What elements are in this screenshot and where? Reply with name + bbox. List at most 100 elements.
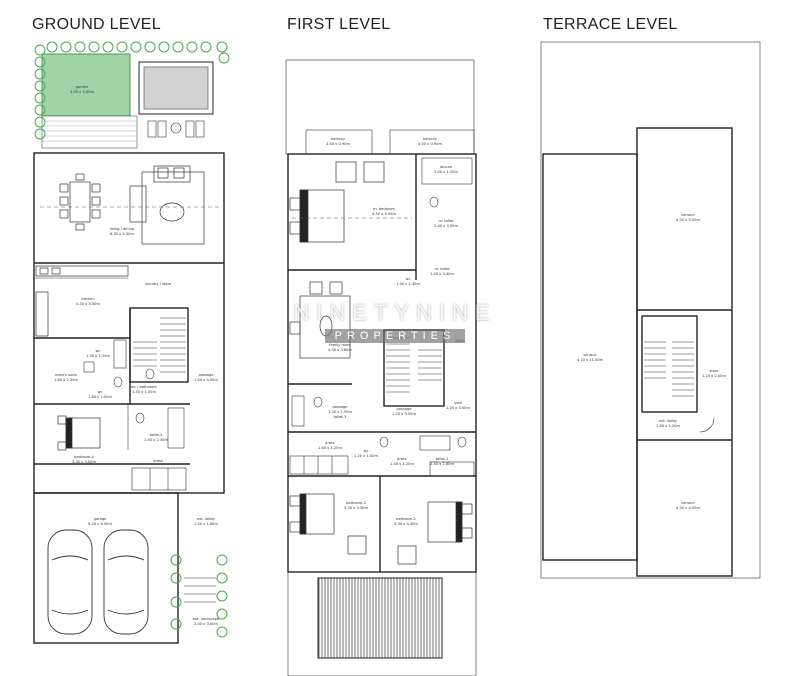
room-dim-wc-f1: 1.40 x 1.40m [396,282,420,286]
first-stair-treads [386,337,442,393]
pergola-slats [317,577,443,659]
room-label-maids: maid's room [55,373,78,377]
terrace-parapet-main [542,153,638,561]
room-dim-passage-g: 1.40 x 3.00m [194,378,218,382]
family-sofa-set [289,281,351,359]
room-dim-garage: 5.20 x 6.50m [88,522,112,526]
room-label-bedroom4: bedroom-4 [74,455,94,459]
room-dim-mtoilet-2: 1.40 x 3.40m [430,272,454,276]
room-dim-store: 1.20 x 2.00m [702,374,726,378]
ground-stair-core [129,307,189,383]
room-label-mtoilet-1: m. toilet [438,219,454,223]
room-label-mtoilet-2: m. toilet [434,267,450,271]
first-level-title: FIRST LEVEL [287,16,391,33]
garden-lawn-hatch [42,54,130,116]
sun-loungers [147,120,205,138]
room-dim-ext-lobby-t: 1.50 x 1.20m [656,424,680,428]
room-label-terrace-3: terrace [682,501,696,505]
room-dim-wc-bath: 1.50 x 1.50m [132,390,156,394]
room-dim-family: 4.30 x 3.80m [328,348,352,352]
ground-stair-treads [133,317,186,373]
room-dim-wc-1: 1.30 x 1.50m [86,354,110,358]
room-dim-void: 1.20 x 3.00m [446,406,470,410]
terrace-level-plan: terrace 4.20 x 5.00m terrace 4.10 x 11.0… [540,41,761,579]
bedroom4-bed [57,415,101,451]
room-label-ext-landscape: ext. landscape [193,617,220,621]
room-label-jacuzzi: jacuzzi [439,165,452,169]
terrace-door-swing [699,417,715,433]
deck-lines [42,120,137,142]
room-label-dress-g: dress [153,459,163,463]
room-dim-passage-f1: 1.30 x 1.50m [328,410,352,414]
room-label-living: living / dining [110,227,134,231]
terrace-stair-core [641,315,698,413]
room-label-family: family room [329,343,351,347]
terrace-parapet-right [636,127,733,577]
bedroom2-bed [397,501,473,565]
room-label-stairs: stairs [455,339,465,343]
room-dim-mbedroom: 4.50 x 4.00m [372,212,396,216]
room-label-kitchen: kitchen [81,297,94,301]
terrace-level-title: TERRACE LEVEL [543,16,678,33]
room-label-passage-g: passage [199,373,215,377]
room-label-dress-f2: dress [397,457,407,461]
room-label-toilet3: toilet-3 [334,415,347,419]
landscape-hedge-bottom [170,554,228,638]
car-1 [47,529,93,635]
room-label-balcony-1: balcony [331,137,346,141]
room-label-wc-f2: wc [364,449,369,453]
room-label-wc-bath: wc / bathroom [131,385,157,389]
room-label-ext-lobby-g: ext. lobby [197,517,216,521]
garden-deck [41,115,138,149]
room-dim-maids: 1.80 x 2.30m [54,378,78,382]
room-label-wc-f1: wc [406,277,411,281]
first-outer-wall [287,153,477,573]
room-dim-bedroom3: 3.30 x 3.30m [344,506,368,510]
room-label-void: void [454,401,462,405]
room-dim-bedroom2: 3.30 x 3.30m [394,522,418,526]
room-label-bedroom3: bedroom-3 [346,501,366,505]
kitchen-counter [35,265,129,337]
master-bed [289,161,385,243]
room-dim-wc-f2: 1.20 x 1.00m [354,454,378,458]
terrace-roof-outline [540,41,761,579]
first-roof-outline [285,59,475,155]
room-label-toilet2: toilet-2 [436,457,449,461]
room-label-garage: garage [94,517,107,521]
room-label-store: store [709,369,719,373]
room-dim-terrace-3: 4.30 x 4.50m [676,506,700,510]
room-dim-wc-2: 1.60 x 1.50m [88,395,112,399]
ground-level-title: GROUND LEVEL [32,16,161,33]
room-label-passage-f1: passage [333,405,349,409]
room-label-terrace-2: terrace [584,353,598,357]
room-label-wc-2: wc [98,390,103,394]
bedroom3-bed [289,493,367,555]
room-dim-toilet4: 1.50 x 2.30m [144,438,168,442]
room-label-dress-f1: dress [325,441,335,445]
room-dim-ext-lobby-g: 1.50 x 1.80m [194,522,218,526]
ground-sanitary [83,339,155,388]
room-dim-balcony-1: 3.40 x 0.90m [326,142,350,146]
room-dim-dress-f2: 1.40 x 1.20m [390,462,414,466]
pool-frame [138,61,214,115]
room-label-passage-f2: passage [397,407,413,411]
garage-wall [33,492,179,644]
room-dim-terrace-1: 4.20 x 5.00m [676,218,700,222]
room-dim-kitchen: 4.30 x 3.30m [76,302,100,306]
landscape-hedge-top [34,41,230,140]
first-level-plan: balcony 3.40 x 0.90m balcony 4.00 x 0.90… [285,59,477,676]
living-sofa-set [129,165,205,245]
room-label-ext-lobby-t: ext. lobby [659,419,678,423]
room-label-terrace-1: terrace [682,213,696,217]
room-dim-living: 8.30 x 4.30m [110,232,134,236]
room-label-balcony-2: balcony [423,137,438,141]
room-label-wc-1: wc [96,349,101,353]
room-label-toilet4: toilet-4 [150,433,164,437]
room-dim-mtoilet-1: 2.40 x 3.50m [434,224,458,228]
toilet4-fixtures [135,407,185,449]
jacuzzi-tub [421,157,473,208]
dining-table [59,173,101,231]
room-dim-terrace-2: 4.10 x 11.00m [577,358,604,362]
room-label-laundry: laundry / store [145,282,172,286]
